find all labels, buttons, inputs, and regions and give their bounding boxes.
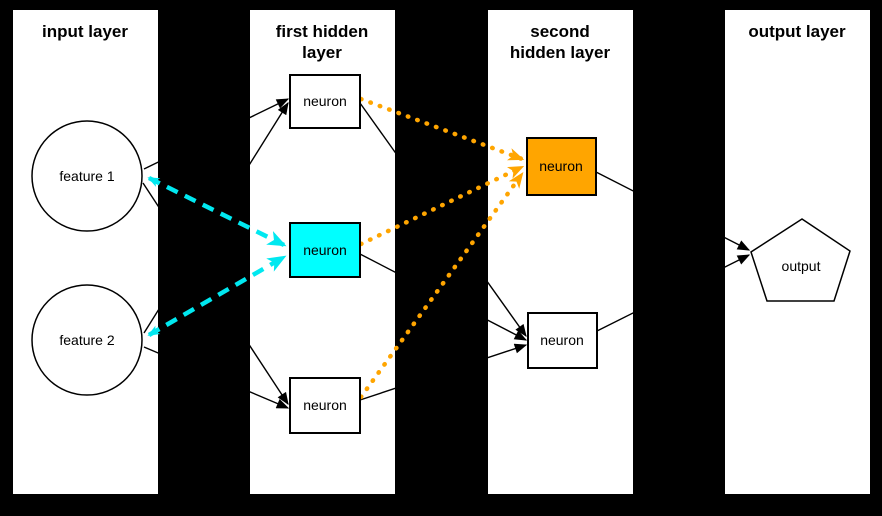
node-feature-1 (31, 120, 143, 232)
node-feature-2 (31, 284, 143, 396)
panel-second-hidden-layer (488, 10, 633, 494)
cyan-dashed-edge-feature2-hidden1mid (147, 255, 287, 337)
edge-hidden2bottom-output (596, 254, 751, 332)
node-hidden2-bottom-label: neuron (540, 332, 584, 348)
panel-input-layer (13, 10, 158, 494)
node-hidden1-top (289, 74, 361, 129)
node-output-label: output (782, 258, 821, 274)
cyan-dashed-edge-feature1-hidden1mid (147, 175, 287, 248)
title-output-layer: output layer (748, 22, 846, 41)
node-feature-1-label: feature 1 (59, 168, 114, 184)
edge-hidden2top-output (595, 171, 751, 251)
title-input-layer: input layer (42, 22, 128, 41)
node-hidden2-bottom (527, 312, 598, 369)
edge-feature1-hidden1top (143, 98, 290, 170)
node-hidden1-bottom-label: neuron (303, 397, 347, 413)
edge-feature2-hidden1bottom (143, 346, 290, 409)
node-hidden1-mid-label: neuron (303, 242, 347, 258)
title-second-hidden-line2: hidden layer (510, 43, 611, 62)
edge-hidden1bottom-hidden2bottom (359, 343, 528, 401)
edge-hidden1top-hidden2bottom (359, 102, 527, 338)
node-hidden2-top-highlighted (526, 137, 597, 196)
orange-dotted-edge-hidden1top-hidden2top (358, 96, 525, 162)
node-output (750, 218, 851, 302)
node-hidden1-top-label: neuron (303, 93, 347, 109)
title-first-hidden-line1: first hidden (276, 22, 369, 41)
node-hidden1-bottom (289, 377, 361, 434)
orange-dotted-edge-hidden1bottom-hidden2top (358, 171, 525, 400)
title-second-hidden-line1: second (530, 22, 590, 41)
node-feature-2-label: feature 2 (59, 332, 114, 348)
orange-dotted-edge-hidden1mid-hidden2top (358, 164, 525, 247)
title-first-hidden-line2: layer (302, 43, 342, 62)
node-hidden2-top-label: neuron (539, 158, 583, 174)
edge-hidden1mid-hidden2bottom (359, 253, 528, 341)
node-hidden1-mid-highlighted (289, 222, 361, 278)
